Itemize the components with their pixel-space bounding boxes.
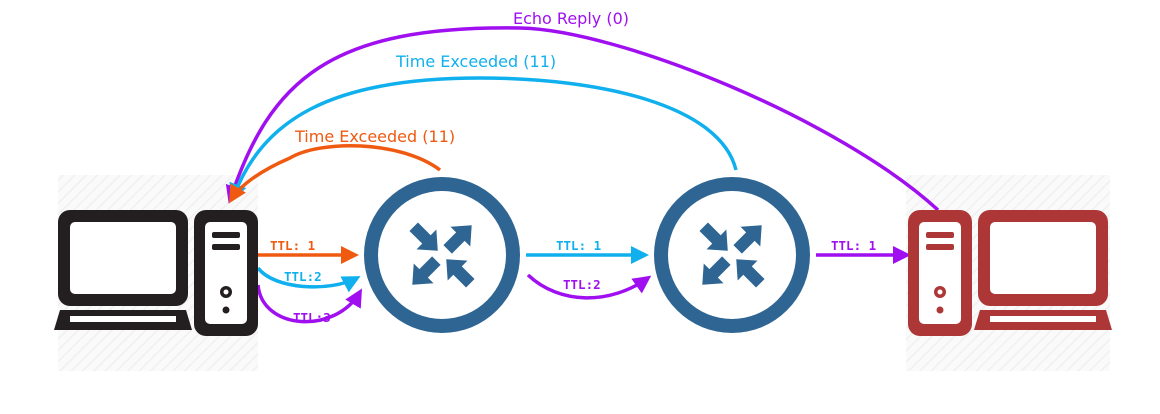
hop2-ttl1-label: TTL: 1 (556, 238, 601, 253)
router1-icon (364, 177, 520, 333)
echo-reply-arrow (225, 26, 940, 212)
time-exceeded-router2-label: Time Exceeded (11) (395, 52, 556, 71)
hop2-ttl2-arrow (526, 273, 652, 300)
hop2-ttl2-label: TTL:2 (563, 277, 601, 292)
hop1-ttl3-label: TTL:3 (293, 310, 331, 325)
hop1-ttl2-label: TTL:2 (284, 269, 322, 284)
hop1-ttl2-arrow (256, 266, 361, 293)
time-exceeded-router1-label: Time Exceeded (11) (294, 127, 455, 146)
router2-icon (654, 177, 810, 333)
time-exceeded-router2-arrow (229, 76, 738, 202)
echo-reply-label: Echo Reply (0) (513, 9, 629, 28)
hop1-ttl3-arrow (256, 284, 363, 324)
hop3-ttl1-label: TTL: 1 (831, 238, 876, 253)
destination-computer-icon (908, 210, 1112, 336)
hop1-ttl1-label: TTL: 1 (270, 238, 315, 253)
time-exceeded-router1-arrow (228, 144, 442, 204)
source-computer-icon (54, 210, 258, 336)
